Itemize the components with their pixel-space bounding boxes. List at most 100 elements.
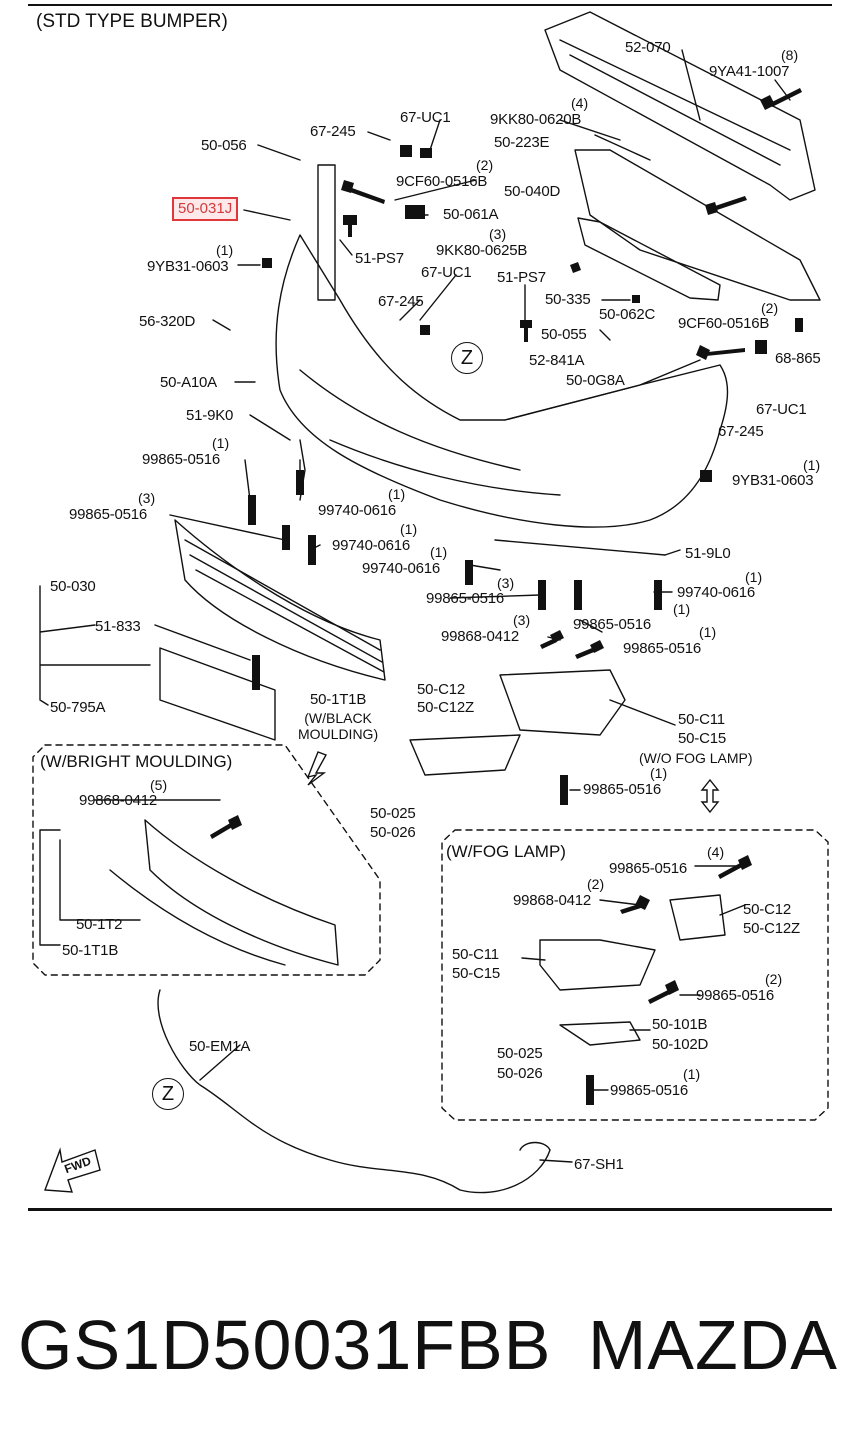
screw <box>586 1075 594 1105</box>
screw <box>248 495 256 525</box>
screw <box>341 180 385 204</box>
bottom-rule <box>28 1208 832 1211</box>
highlighted-part-label[interactable]: 50-031J <box>172 197 239 221</box>
part-number-label: 99740-0616 <box>318 502 397 519</box>
quantity-label: (4) <box>571 95 589 111</box>
double-arrow <box>700 778 720 814</box>
part-number-label: 50-C12 <box>417 681 465 698</box>
zone-marker-bottom: Z <box>152 1078 184 1110</box>
quantity-label: (1) <box>745 569 763 585</box>
part-number-label: 99865-0516 <box>573 616 652 633</box>
quantity-label: (1) <box>400 521 418 537</box>
part-number-label: 51-9L0 <box>685 545 731 562</box>
quantity-label: (2) <box>476 157 494 173</box>
part-number-label: 9CF60-0516B <box>678 315 770 332</box>
part-number-label: 99865-0516 <box>609 860 688 877</box>
part-number-label: 50-061A <box>443 206 499 223</box>
fog-lamp-box <box>441 829 829 1121</box>
part-number-label: 50-025 <box>370 805 416 822</box>
quantity-label: (2) <box>761 300 779 316</box>
screw <box>648 980 679 1004</box>
part-number-label: 50-1T1B <box>62 942 119 959</box>
part-number-label: 67-UC1 <box>756 401 807 418</box>
part-number-label: 51-833 <box>95 618 141 635</box>
part-number-label: 51-9K0 <box>186 407 234 424</box>
nut <box>632 295 640 303</box>
wiring-harness <box>157 989 551 1194</box>
quantity-label: (8) <box>781 47 799 63</box>
bolt <box>760 88 802 110</box>
part-number-label: 67-UC1 <box>400 109 451 126</box>
part-number-label: 99865-0516 <box>696 987 775 1004</box>
clip <box>400 145 432 158</box>
lower-grille <box>174 519 386 681</box>
part-number-label: 99865-0516 <box>426 590 505 607</box>
part-number-label: 67-245 <box>718 423 764 440</box>
quantity-label: (3) <box>138 490 156 506</box>
part-number-label: 99740-0616 <box>677 584 756 601</box>
clip <box>420 325 430 335</box>
screw <box>560 775 568 805</box>
quantity-label: (1) <box>699 624 717 640</box>
part-number-label: 50-A10A <box>160 374 217 391</box>
part-number-label: 67-SH1 <box>574 1156 624 1173</box>
part-number-label: 50-062C <box>599 306 656 323</box>
part-number-label: 50-0G8A <box>566 372 625 389</box>
clip <box>262 258 272 268</box>
quantity-label: (2) <box>765 971 783 987</box>
part-number-label: 9KK80-0625B <box>436 242 528 259</box>
license-bracket <box>159 647 276 741</box>
screw <box>296 470 304 495</box>
fog-bezel <box>539 939 656 991</box>
quantity-label: (3) <box>497 575 515 591</box>
screw <box>282 525 290 550</box>
part-number-label: 9CF60-0516B <box>396 173 488 190</box>
bumper-cover <box>275 234 729 528</box>
screw <box>620 895 650 914</box>
part-number-label: 99868-0412 <box>441 628 520 645</box>
screw <box>654 580 662 610</box>
part-number-label: 9YB31-0603 <box>147 258 229 275</box>
quantity-label: (1) <box>216 242 234 258</box>
part-number-label: 52-841A <box>529 352 585 369</box>
reinforcement-beam <box>544 11 816 201</box>
part-number-label: 50-025 <box>497 1045 543 1062</box>
part-number-label: 50-026 <box>497 1065 543 1082</box>
part-number-label: 9YB31-0603 <box>732 472 814 489</box>
part-number-label: 56-320D <box>139 313 196 330</box>
screw <box>540 630 564 649</box>
quantity-label: (1) <box>212 435 230 451</box>
screw <box>575 640 604 659</box>
pin <box>795 318 803 332</box>
part-number-label: 99865-0516 <box>142 451 221 468</box>
screw <box>718 855 752 879</box>
part-number-label: 50-C15 <box>678 730 726 747</box>
energy-absorber <box>574 149 821 301</box>
part-number-label: 9KK80-0620B <box>490 111 582 128</box>
quantity-label: (4) <box>707 844 725 860</box>
part-number-label: 50-C12 <box>743 901 791 918</box>
part-number-label: 68-865 <box>775 350 821 367</box>
part-number-label: 50-C11 <box>452 946 499 963</box>
fog-lamp-header: (W/FOG LAMP) <box>446 842 566 861</box>
clip <box>755 340 767 354</box>
fog-trim <box>669 894 726 941</box>
quantity-label: (1) <box>673 601 691 617</box>
part-number-label: 50-C15 <box>452 965 500 982</box>
bright-moulding-box <box>32 744 381 976</box>
clip <box>700 470 712 482</box>
quantity-label: (1) <box>650 765 668 781</box>
part-number-label: 50-102D <box>652 1036 709 1053</box>
screw <box>696 345 745 360</box>
footer-part-number: GS1D50031FBB <box>18 1306 552 1384</box>
part-number-label: 50-335 <box>545 291 591 308</box>
part-number-label: 50-040D <box>504 183 561 200</box>
part-number-label: 50-EM1A <box>189 1038 251 1055</box>
screw <box>538 580 546 610</box>
std-cover <box>409 734 521 776</box>
part-number-label: 99740-0616 <box>332 537 411 554</box>
push-pin <box>520 320 532 342</box>
footer-brand: MAZDA <box>588 1306 838 1384</box>
screw <box>210 815 242 839</box>
